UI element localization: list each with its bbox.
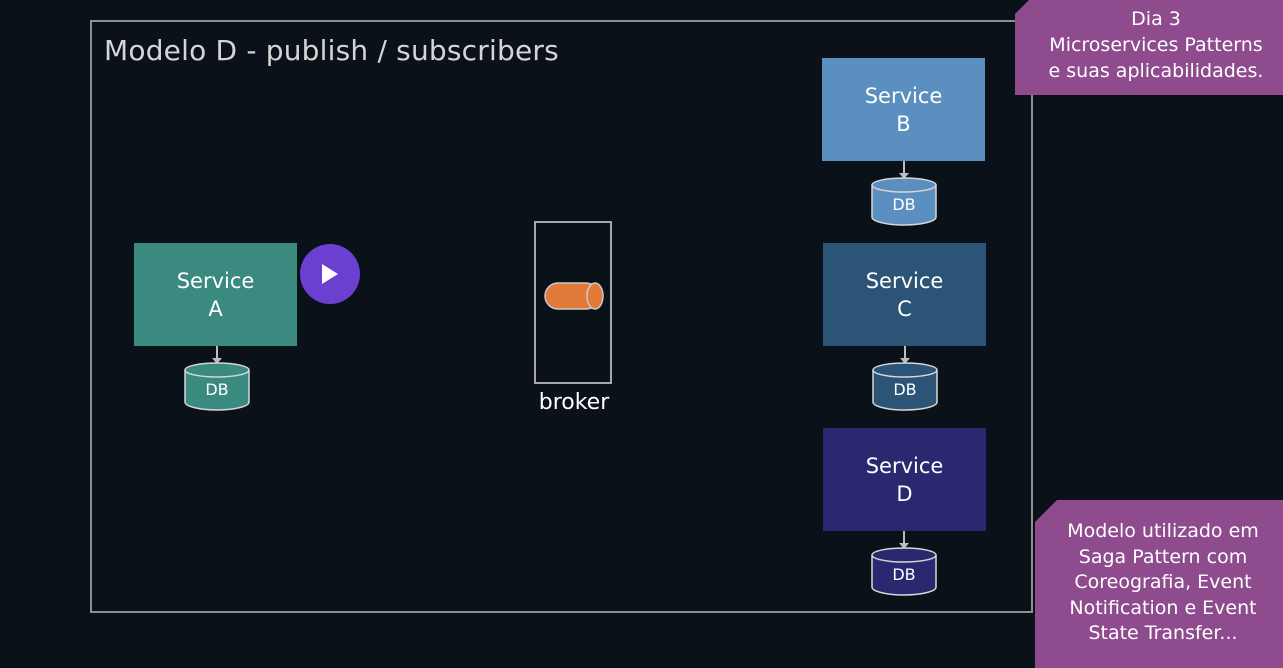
db-cylinder-icon	[184, 362, 250, 411]
note-fold	[1035, 500, 1057, 522]
service-d-box: Service D	[823, 428, 986, 531]
db-label: DB	[893, 380, 917, 399]
db-label: DB	[892, 195, 916, 214]
service-a-label: Service	[176, 268, 255, 293]
db-cylinder-icon	[872, 362, 938, 411]
service-b-box: Service B	[822, 58, 985, 161]
db-service-c: DB	[872, 362, 938, 411]
note-bottom-line: Modelo utilizado em	[1067, 520, 1259, 542]
service-a-box: Service A	[134, 243, 297, 346]
service-b-letter: B	[896, 111, 911, 136]
arrow-service-a-to-db	[212, 346, 222, 364]
service-d-label: Service	[865, 453, 944, 478]
sticky-note-bottom: Modelo utilizado em Saga Pattern com Cor…	[1035, 500, 1283, 668]
db-service-a: DB	[184, 362, 250, 411]
note-top-line: e suas aplicabilidades.	[1048, 60, 1264, 82]
queue-icon	[544, 282, 604, 310]
diagram-frame	[90, 20, 1033, 613]
arrow-service-d-to-db	[899, 531, 909, 549]
service-d-letter: D	[896, 481, 913, 506]
note-bottom-line: Saga Pattern com	[1078, 545, 1248, 568]
service-a-letter: A	[208, 296, 223, 321]
broker-label: broker	[538, 390, 610, 415]
service-c-box: Service C	[823, 243, 986, 346]
note-bottom-line: Coreografia, Event	[1074, 571, 1252, 593]
db-service-b: DB	[871, 177, 937, 226]
service-c-label: Service	[865, 268, 944, 293]
db-service-d: DB	[871, 547, 937, 596]
play-button[interactable]	[300, 244, 360, 304]
db-label: DB	[892, 565, 916, 584]
service-c-letter: C	[897, 296, 912, 321]
note-top-line: Microservices Patterns	[1049, 34, 1263, 56]
sticky-note-top: Dia 3 Microservices Patterns e suas apli…	[1015, 0, 1283, 95]
slide-title: Modelo D - publish / subscribers	[104, 34, 559, 67]
note-bottom-line: Notification e Event	[1069, 596, 1257, 619]
broker-box	[534, 221, 612, 384]
db-cylinder-icon	[871, 547, 937, 596]
play-icon	[322, 264, 338, 284]
arrow-service-b-to-db	[899, 161, 909, 179]
db-cylinder-icon	[871, 177, 937, 226]
arrow-service-c-to-db	[900, 346, 910, 364]
note-bottom-line: State Transfer...	[1088, 622, 1238, 644]
note-top-line: Dia 3	[1131, 8, 1181, 30]
db-label: DB	[205, 380, 229, 399]
note-fold	[1015, 0, 1029, 14]
service-b-label: Service	[864, 83, 943, 108]
